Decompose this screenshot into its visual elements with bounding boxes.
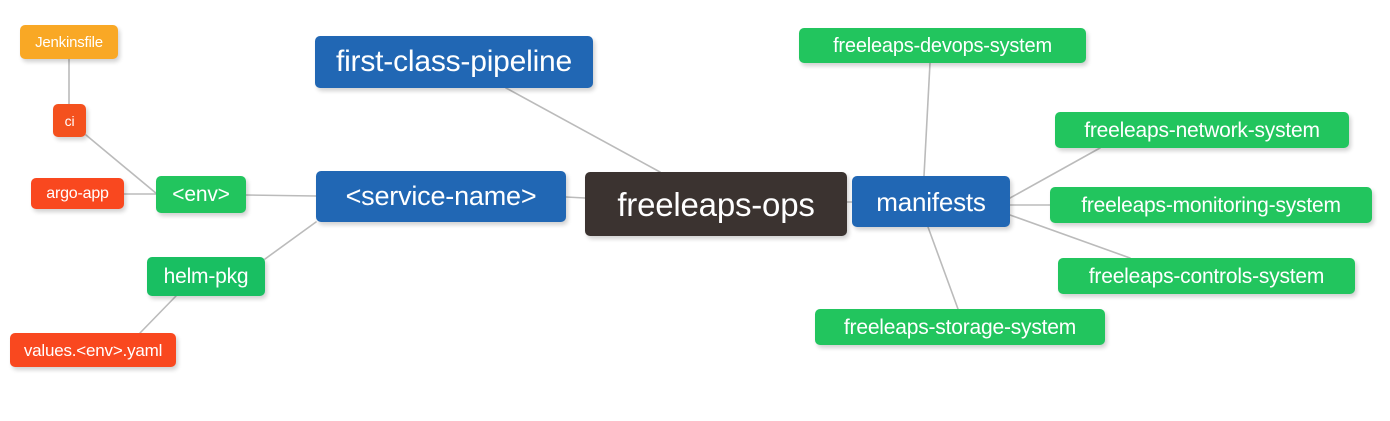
- node-freeleaps-ops[interactable]: freeleaps-ops: [585, 172, 847, 236]
- edge-first-class-pipeline-to-freeleaps-ops: [505, 87, 661, 173]
- node-label: freeleaps-storage-system: [843, 315, 1077, 339]
- node-service-name[interactable]: <service-name>: [316, 171, 566, 222]
- node-argo-app[interactable]: argo-app: [31, 178, 124, 209]
- edge-env-to-service-name: [245, 194, 317, 197]
- node-helm-pkg[interactable]: helm-pkg: [147, 257, 265, 296]
- node-label: <env>: [172, 183, 230, 206]
- node-jenkinsfile[interactable]: Jenkinsfile: [20, 25, 118, 59]
- node-label: ci: [64, 112, 75, 129]
- node-freeleaps-devops-system[interactable]: freeleaps-devops-system: [799, 28, 1086, 63]
- node-values-env-yaml[interactable]: values.<env>.yaml: [10, 333, 176, 367]
- node-label: freeleaps-devops-system: [833, 34, 1052, 57]
- node-first-class-pipeline[interactable]: first-class-pipeline: [315, 36, 593, 88]
- node-label: values.<env>.yaml: [23, 340, 163, 360]
- edge-manifests-to-freeleaps-devops-system: [923, 62, 931, 177]
- node-label: freeleaps-controls-system: [1088, 264, 1325, 288]
- node-env[interactable]: <env>: [156, 176, 246, 213]
- node-manifests[interactable]: manifests: [852, 176, 1010, 227]
- node-freeleaps-monitoring-system[interactable]: freeleaps-monitoring-system: [1050, 187, 1372, 223]
- edge-service-name-to-freeleaps-ops: [565, 196, 586, 199]
- node-freeleaps-network-system[interactable]: freeleaps-network-system: [1055, 112, 1349, 148]
- edge-helm-pkg-to-values-env-yaml: [139, 295, 177, 334]
- node-label: argo-app: [46, 184, 109, 202]
- edge-manifests-to-freeleaps-storage-system: [927, 226, 959, 310]
- node-label: <service-name>: [345, 181, 537, 211]
- node-label: Jenkinsfile: [35, 33, 103, 51]
- node-label: helm-pkg: [163, 265, 249, 288]
- node-freeleaps-storage-system[interactable]: freeleaps-storage-system: [815, 309, 1105, 345]
- node-label: first-class-pipeline: [335, 45, 573, 78]
- node-label: manifests: [876, 186, 986, 217]
- node-label: freeleaps-network-system: [1084, 118, 1320, 142]
- edge-service-name-to-helm-pkg: [264, 221, 317, 260]
- node-freeleaps-controls-system[interactable]: freeleaps-controls-system: [1058, 258, 1355, 294]
- node-label: freeleaps-monitoring-system: [1081, 193, 1341, 217]
- node-ci[interactable]: ci: [53, 104, 86, 137]
- node-label: freeleaps-ops: [617, 185, 815, 223]
